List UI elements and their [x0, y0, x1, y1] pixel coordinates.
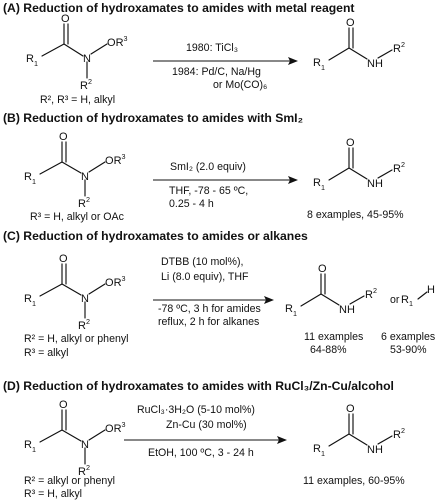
svg-text:O: O — [318, 263, 327, 275]
svg-text:H: H — [427, 284, 435, 296]
section-b-product: O NH R2 R1 8 examples, 45-95% — [307, 137, 405, 221]
section-d-condition-1: RuCl₃·3H₂O (5-10 mol%) — [137, 404, 255, 416]
section-c-result-alkane-count: 6 examples — [381, 331, 435, 343]
svg-text:R2: R2 — [393, 40, 405, 55]
section-b-substrate-note: R³ = H, alkyl or OAc — [30, 211, 125, 223]
section-a-substrate-note: R², R³ = H, alkyl — [40, 94, 115, 106]
section-c-condition-2: Li (8.0 equiv), THF — [161, 271, 249, 283]
svg-text:R1: R1 — [285, 303, 297, 318]
svg-text:R2: R2 — [80, 77, 92, 92]
svg-text:R1: R1 — [24, 439, 36, 454]
svg-text:O: O — [346, 17, 355, 29]
svg-text:R2: R2 — [365, 286, 377, 301]
section-c-substrate: O N OR3 R1 R2 R² = H, alkyl or phenyl R³… — [24, 253, 129, 359]
svg-text:R1: R1 — [24, 293, 36, 308]
svg-text:R2: R2 — [393, 426, 405, 441]
svg-text:O: O — [346, 403, 355, 415]
section-a: (A) Reduction of hydroxamates to amides … — [3, 1, 405, 106]
section-b-condition-1: SmI₂ (2.0 equiv) — [170, 161, 246, 173]
section-b-condition-2: THF, -78 - 65 ºC, — [169, 185, 248, 197]
svg-text:OR3: OR3 — [105, 274, 126, 289]
section-d: (D) Reduction of hydroxamates to amides … — [3, 379, 405, 500]
svg-text:N: N — [81, 439, 89, 451]
svg-text:R1: R1 — [313, 177, 325, 192]
section-b-substrate: O N OR3 R1 R2 R³ = H, alkyl or OAc — [24, 131, 126, 223]
svg-text:NH: NH — [367, 178, 383, 190]
section-a-substrate: O N OR3 R1 R2 R², R³ = H, alkyl — [26, 13, 128, 106]
section-d-substrate-note-1: R² = alkyl or phenyl — [24, 475, 115, 487]
section-d-substrate-note-2: R³ = H, alkyl — [24, 488, 82, 500]
svg-text:O: O — [346, 137, 355, 149]
section-c-result-amide-count: 11 examples — [304, 331, 363, 343]
section-c-product-alkane: R1 H 6 examples 53-90% — [381, 284, 435, 356]
amide-n: N — [83, 53, 91, 65]
section-c-title: (C) Reduction of hydroxamates to amides … — [3, 229, 308, 243]
section-d-substrate: O N OR3 R1 R2 R² = alkyl or phenyl R³ = … — [24, 399, 126, 500]
section-a-condition-3: or Mo(CO)₆ — [213, 79, 267, 91]
svg-text:NH: NH — [367, 444, 383, 456]
svg-text:O: O — [59, 131, 68, 143]
svg-text:R1: R1 — [24, 171, 36, 186]
section-a-condition-1: 1980: TiCl₃ — [186, 42, 238, 54]
section-c-substrate-note-2: R³ = alkyl — [24, 347, 68, 359]
svg-text:R1: R1 — [401, 294, 413, 308]
section-d-result: 11 examples, 60-95% — [303, 475, 405, 487]
section-c-product-amide: O NH R2 R1 11 examples 64-88% — [285, 263, 377, 356]
svg-text:R2: R2 — [78, 463, 90, 478]
svg-text:NH: NH — [367, 58, 383, 70]
section-c: (C) Reduction of hydroxamates to amides … — [3, 229, 435, 359]
svg-text:N: N — [81, 293, 89, 305]
svg-text:N: N — [81, 171, 89, 183]
section-d-condition-2: Zn-Cu (30 mol%) — [166, 419, 247, 431]
svg-text:OR3: OR3 — [105, 420, 126, 435]
section-b-title: (B) Reduction of hydroxamates to amides … — [3, 111, 303, 125]
section-a-title: (A) Reduction of hydroxamates to amides … — [3, 1, 354, 15]
svg-text:OR3: OR3 — [107, 34, 128, 49]
section-c-result-amide-yield: 64-88% — [310, 344, 347, 356]
section-c-substrate-note-1: R² = H, alkyl or phenyl — [24, 333, 129, 345]
svg-text:R2: R2 — [78, 317, 90, 332]
section-c-condition-1: DTBB (10 mol%), — [161, 256, 243, 268]
svg-text:O: O — [59, 253, 68, 265]
section-d-condition-3: EtOH, 100 ºC, 3 - 24 h — [148, 447, 254, 459]
svg-text:OR3: OR3 — [105, 152, 126, 167]
section-c-result-alkane-yield: 53-90% — [390, 344, 427, 356]
section-a-product: O NH R2 R1 — [313, 17, 405, 72]
section-c-condition-3: -78 ºC, 3 h for amides — [158, 303, 261, 315]
svg-text:R1: R1 — [313, 57, 325, 72]
section-c-or: or — [390, 294, 400, 306]
section-b-result: 8 examples, 45-95% — [307, 209, 404, 221]
section-b: (B) Reduction of hydroxamates to amides … — [3, 111, 405, 223]
svg-text:R2: R2 — [78, 195, 90, 210]
svg-text:R1: R1 — [313, 443, 325, 458]
section-d-title: (D) Reduction of hydroxamates to amides … — [3, 379, 394, 393]
svg-text:O: O — [59, 399, 68, 411]
svg-text:NH: NH — [339, 304, 355, 316]
section-a-condition-2: 1984: Pd/C, Na/Hg — [172, 66, 261, 78]
carbonyl-o: O — [61, 13, 70, 25]
section-b-condition-3: 0.25 - 4 h — [169, 198, 214, 210]
svg-text:R1: R1 — [26, 53, 38, 68]
svg-text:R2: R2 — [393, 160, 405, 175]
section-c-condition-4: reflux, 2 h for alkanes — [158, 316, 259, 328]
section-d-product: O NH R2 R1 11 examples, 60-95% — [303, 403, 405, 487]
